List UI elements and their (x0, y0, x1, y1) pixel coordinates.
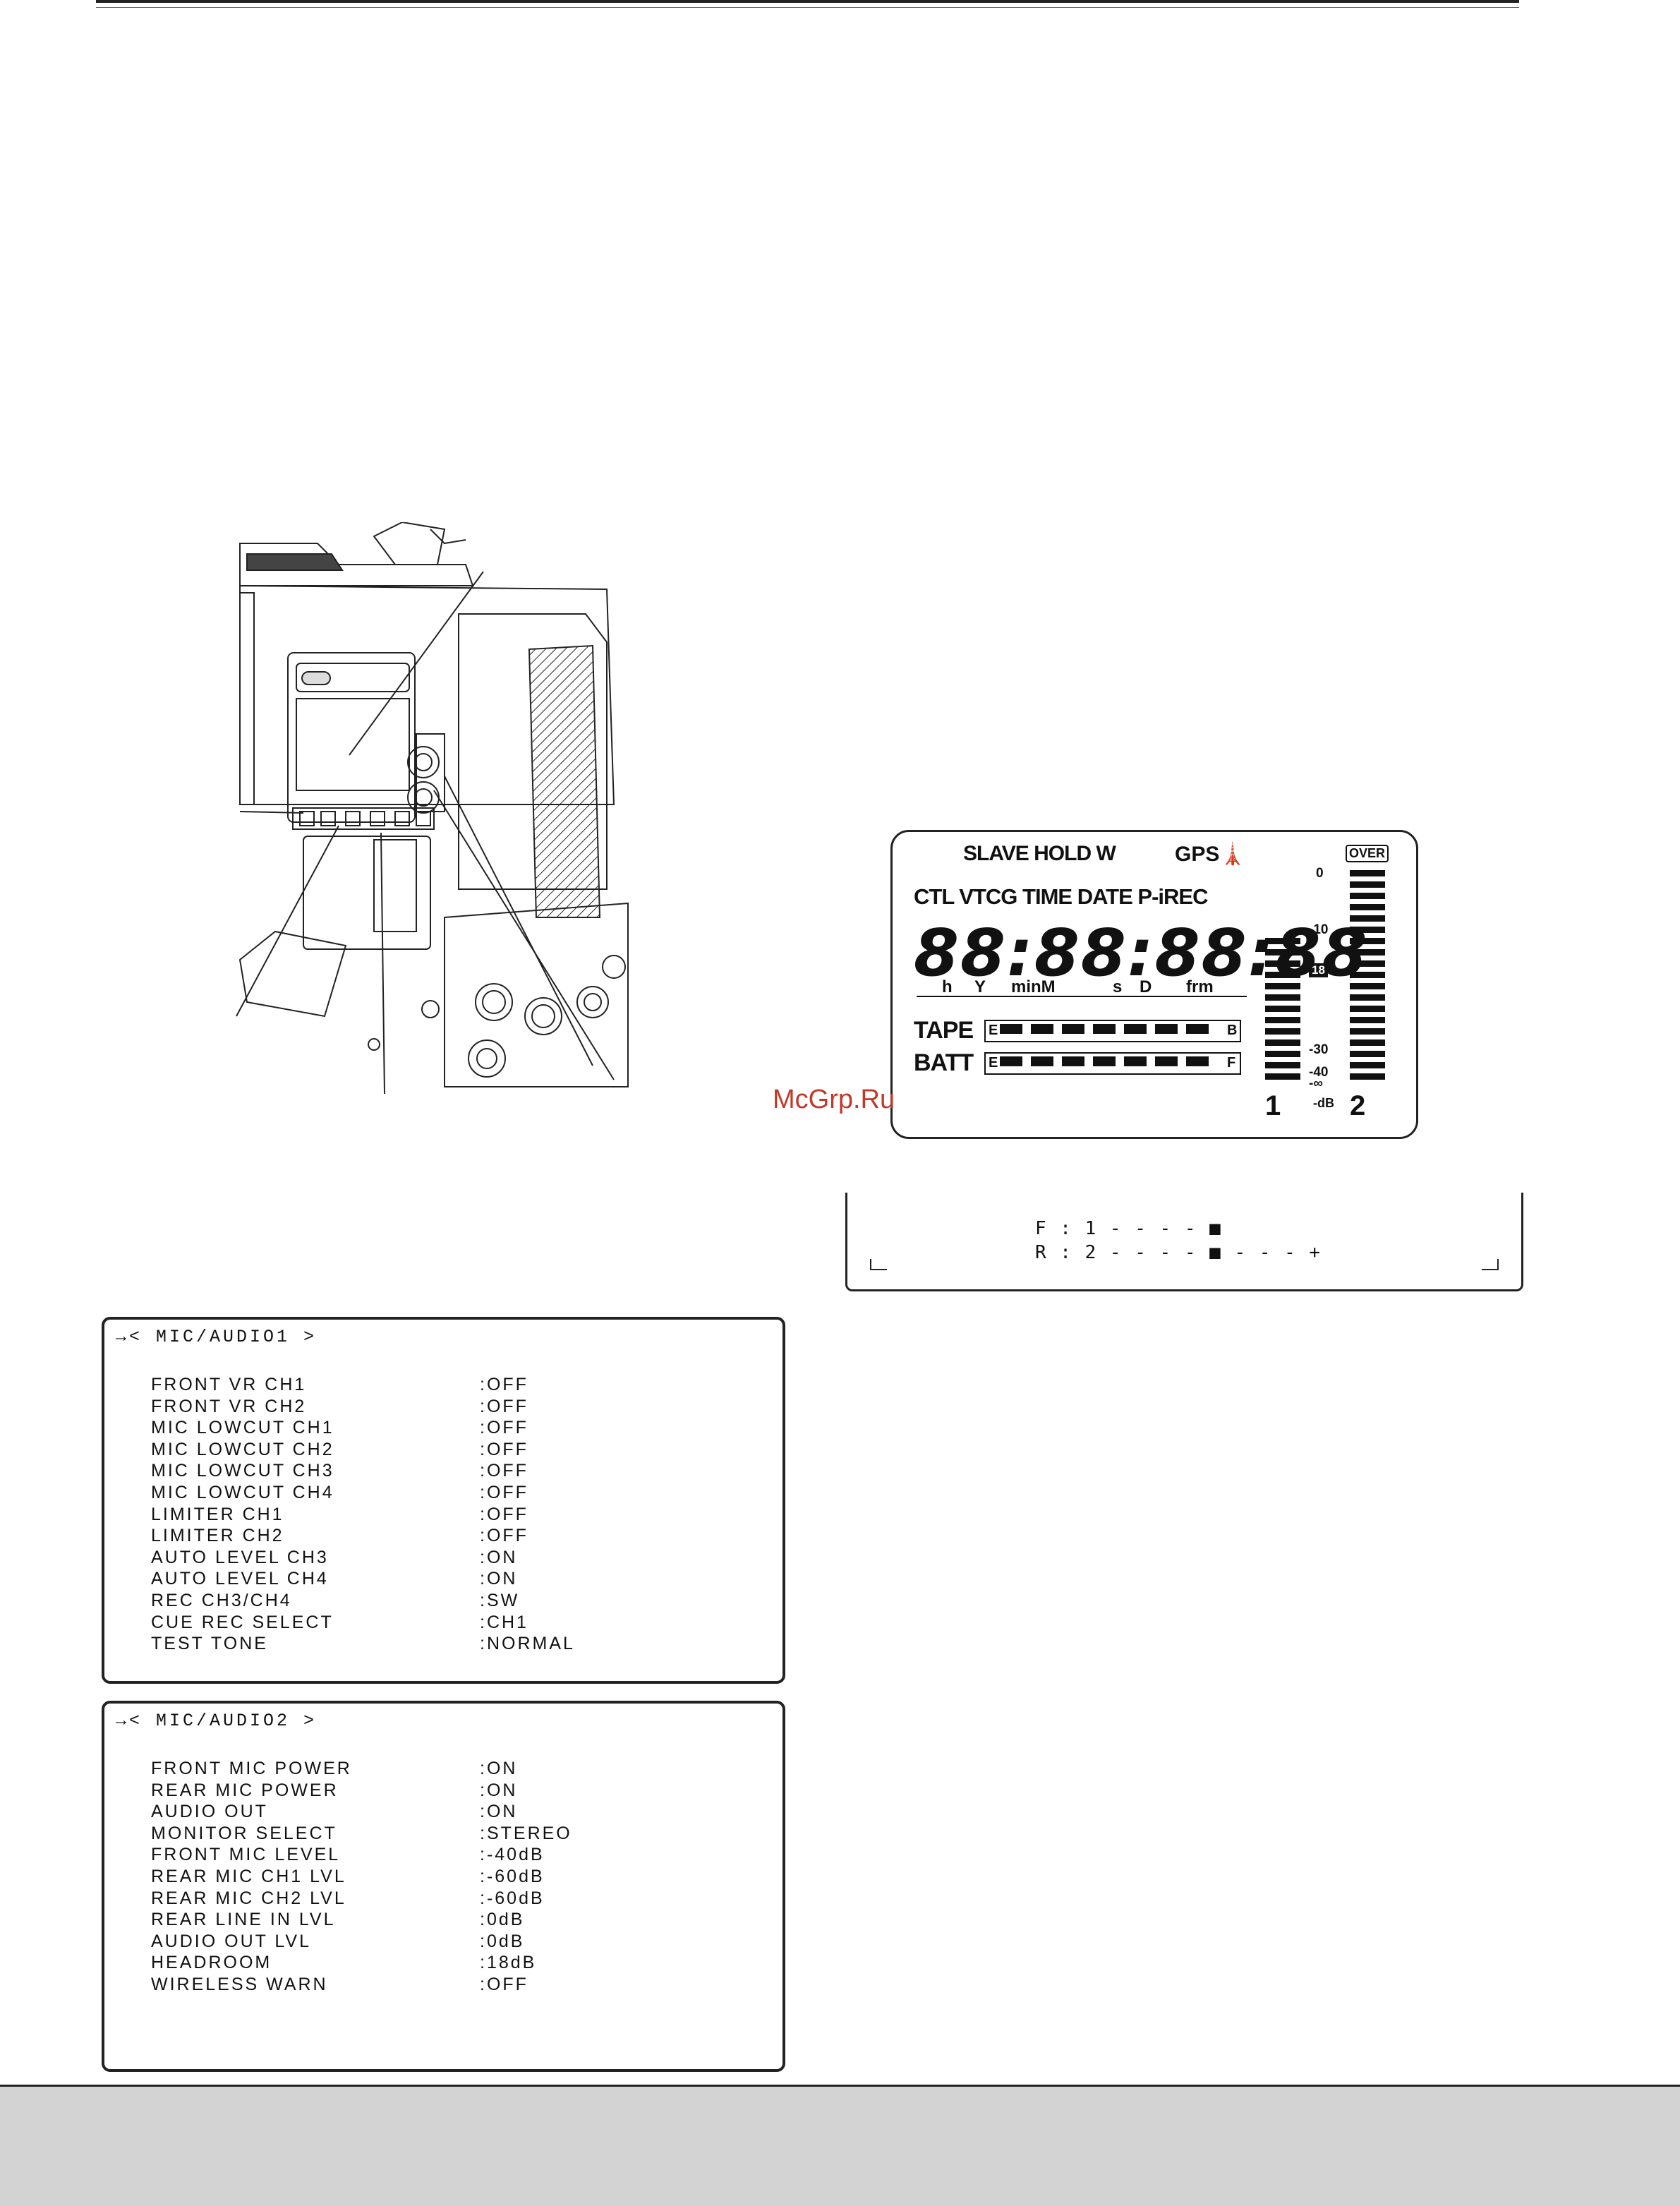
lcd-scale-30: -30 (1309, 1042, 1329, 1057)
menu-item[interactable]: REAR LINE IN LVL:0dB (151, 1910, 525, 1930)
menu-item[interactable]: TEST TONE:NORMAL (151, 1634, 575, 1654)
corner-left-mark (870, 1259, 887, 1270)
lcd-batt-label: BATT (914, 1049, 974, 1076)
menu-item[interactable]: HEADROOM:18dB (151, 1953, 537, 1973)
menu-item[interactable]: AUDIO OUT LVL:0dB (151, 1931, 525, 1951)
lcd-channel-2: 2 (1350, 1090, 1366, 1121)
menu-item[interactable]: AUDIO OUT:ON (151, 1802, 518, 1822)
lcd-over-badge: OVER (1346, 845, 1389, 862)
menu-item[interactable]: LIMITER CH1:OFF (151, 1504, 528, 1524)
menu-item[interactable]: REAR MIC CH2 LVL:-60dB (151, 1888, 545, 1908)
lcd-scale-10: -10 (1309, 922, 1329, 937)
lcd-channel-1: 1 (1265, 1090, 1281, 1121)
lcd-units-row (917, 980, 1247, 997)
menu-item[interactable]: FRONT MIC LEVEL:-40dB (151, 1845, 545, 1865)
lcd-batt-end-f: F (1227, 1055, 1236, 1071)
menu-item[interactable]: AUTO LEVEL CH4:ON (151, 1569, 518, 1589)
lcd-unit-h: h (942, 977, 953, 996)
lcd-unit-y: Y (974, 977, 986, 996)
lcd-unit-s: s (1113, 977, 1123, 996)
menu-title: →< MIC/AUDIO1 > (116, 1327, 318, 1347)
lcd-unit-frm: frm (1186, 977, 1214, 996)
lcd-level-segments (1000, 1024, 1209, 1066)
lcd-tape-end-e: E (989, 1023, 998, 1038)
camera-side-illustration (236, 522, 629, 1095)
lcd-tape-label: TAPE (914, 1017, 974, 1044)
page-footer-band (0, 2085, 1680, 2206)
lcd-unit-d: D (1140, 977, 1152, 996)
front-rear-indicator: F : 1 - - - - ■ R : 2 - - - - ■ - - - + (845, 1193, 1523, 1291)
menu-item[interactable]: MONITOR SELECT:STEREO (151, 1823, 572, 1843)
lcd-batt-bar (984, 1052, 1241, 1075)
lcd-tape-bar (984, 1020, 1241, 1042)
lcd-scale-db: -dB (1313, 1096, 1334, 1110)
lcd-batt-end-e: E (989, 1055, 998, 1071)
menu-item[interactable]: REAR MIC CH1 LVL:-60dB (151, 1867, 545, 1886)
lcd-audio-meter (1265, 870, 1385, 1080)
lcd-scale-inf: -∞ (1309, 1076, 1323, 1091)
lcd-scale-0: 0 (1316, 866, 1324, 881)
camera-lcd-display: SLAVE HOLD W GPS🗼 CTL VTCG TIME DATE P-i… (890, 830, 1418, 1139)
lcd-unit-minm: minM (1011, 977, 1056, 996)
watermark: McGrp.Ru (773, 1085, 895, 1114)
menu-item[interactable]: MIC LOWCUT CH1:OFF (151, 1418, 528, 1438)
lcd-scale-40: -40 (1309, 1065, 1329, 1080)
menu-item[interactable]: FRONT VR CH1:OFF (151, 1375, 528, 1394)
lcd-gps: GPS🗼 (1175, 843, 1246, 866)
menu-item[interactable]: REC CH3/CH4:SW (151, 1591, 520, 1610)
menu-item[interactable]: MIC LOWCUT CH2:OFF (151, 1439, 528, 1459)
lcd-scale-18: 18 (1309, 963, 1328, 977)
menu-mic-audio1: →< MIC/AUDIO1 > FRONT VR CH1:OFF FRONT V… (102, 1317, 785, 1684)
lcd-slave-hold: SLAVE HOLD W (963, 842, 1116, 865)
menu-item[interactable]: AUTO LEVEL CH3:ON (151, 1547, 518, 1567)
menu-item[interactable]: MIC LOWCUT CH4:OFF (151, 1483, 528, 1502)
menu-title: →< MIC/AUDIO2 > (116, 1711, 318, 1731)
menu-item[interactable]: REAR MIC POWER:ON (151, 1780, 518, 1800)
menu-mic-audio2: →< MIC/AUDIO2 > FRONT MIC POWER:ON REAR … (102, 1701, 785, 2072)
menu-item[interactable]: MIC LOWCUT CH3:OFF (151, 1461, 528, 1481)
lcd-tape-end-b: B (1227, 1023, 1238, 1038)
corner-right-mark (1482, 1259, 1499, 1270)
menu-item[interactable]: FRONT MIC POWER:ON (151, 1759, 518, 1778)
menu-item[interactable]: CUE REC SELECT:CH1 (151, 1612, 528, 1632)
rear-indicator: R : 2 - - - - ■ - - - + (1035, 1242, 1322, 1263)
header-rule (96, 0, 1519, 8)
menu-item[interactable]: LIMITER CH2:OFF (151, 1526, 528, 1546)
menu-item[interactable]: WIRELESS WARN:OFF (151, 1975, 528, 1994)
lcd-mode-labels: CTL VTCG TIME DATE P-iREC (914, 884, 1208, 909)
front-indicator: F : 1 - - - - ■ (1035, 1218, 1222, 1239)
menu-item[interactable]: FRONT VR CH2:OFF (151, 1396, 528, 1416)
